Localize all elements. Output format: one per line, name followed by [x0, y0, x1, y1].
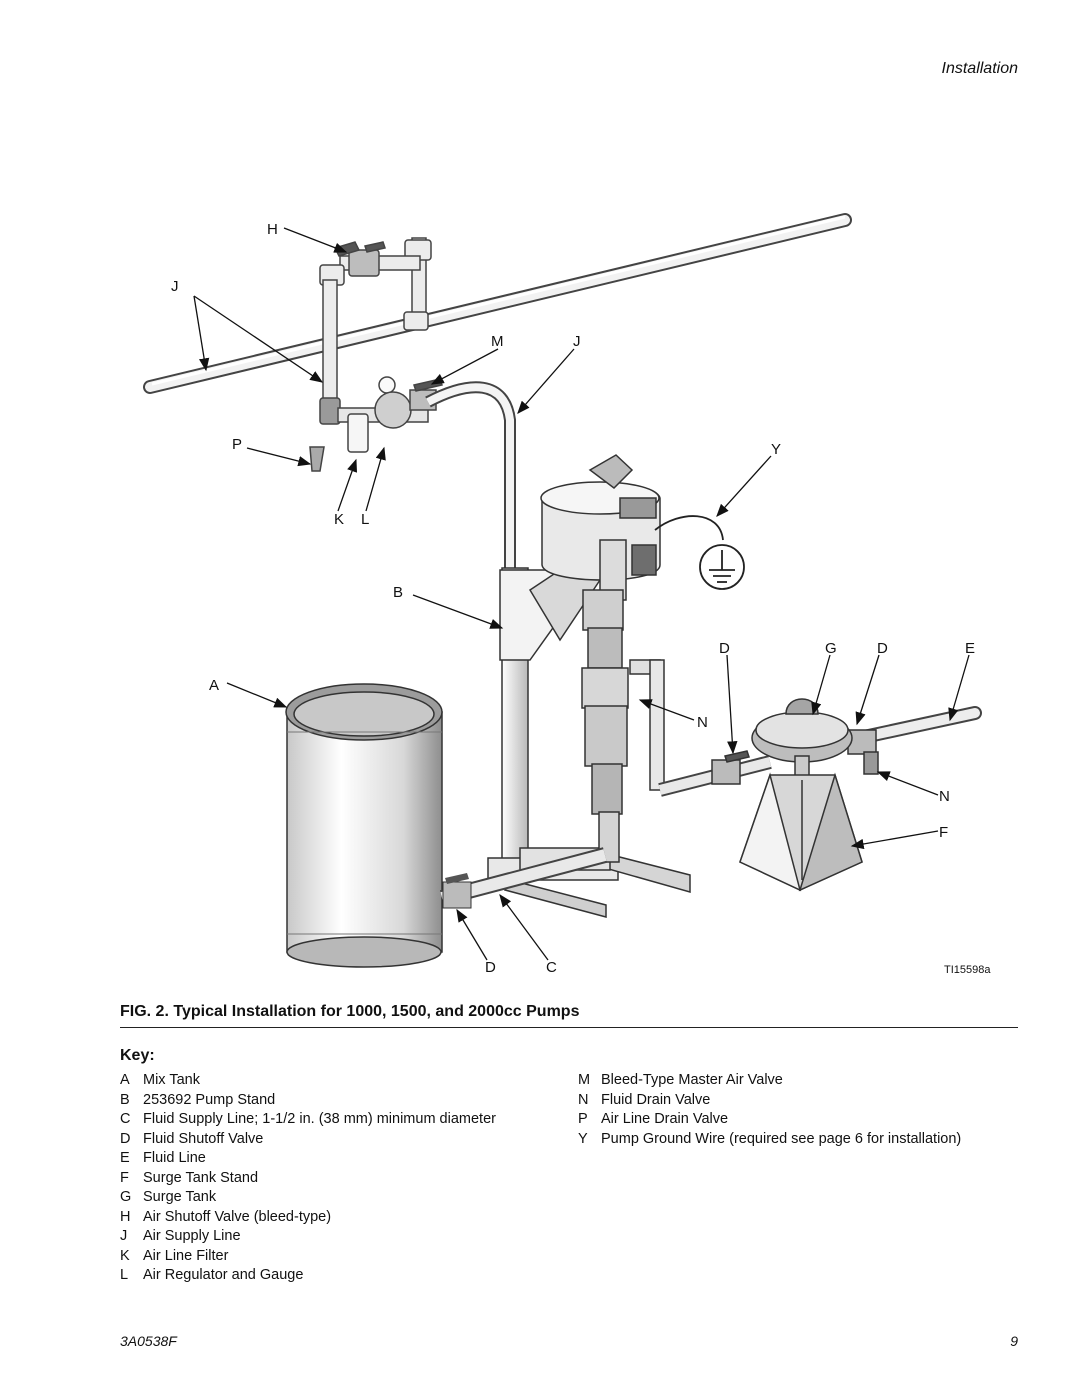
key-text: 253692 Pump Stand: [143, 1091, 276, 1108]
callout-h: H: [267, 221, 278, 238]
callout-arrows: [193, 227, 970, 961]
key-item: H Air Shutoff Valve (bleed-type): [120, 1208, 496, 1228]
key-heading: Key:: [120, 1047, 155, 1064]
callout-d-right: D: [877, 640, 888, 657]
key-letter: A: [120, 1072, 130, 1088]
fluid-line-and-surge-tank: [658, 698, 982, 892]
callout-a: A: [209, 677, 219, 694]
key-item: Y Pump Ground Wire (required see page 6 f…: [578, 1130, 961, 1150]
key-text: Fluid Shutoff Valve: [143, 1130, 264, 1147]
callout-y: Y: [771, 441, 781, 458]
key-item: J Air Supply Line: [120, 1227, 496, 1247]
fluid-supply-line: [439, 847, 608, 909]
key-letter: H: [120, 1208, 131, 1225]
callout-g: G: [825, 640, 837, 657]
callout-l: L: [361, 511, 369, 528]
callout-e: E: [965, 640, 975, 657]
key-text: Air Line Drain Valve: [601, 1111, 729, 1127]
callout-f: F: [939, 824, 948, 841]
air-filter-regulator-group: [309, 376, 516, 570]
pump-assembly: [540, 454, 665, 863]
key-text: Air Regulator and Gauge: [143, 1267, 304, 1283]
section-header: Installation: [941, 60, 1019, 77]
key-item: K Air Line Filter: [120, 1247, 496, 1267]
callout-d-left: D: [719, 640, 730, 657]
key-text: Surge Tank Stand: [143, 1169, 259, 1186]
installation-diagram: H J M J P Y K L B D G D E A N N F D C TI…: [143, 213, 991, 976]
callout-b: B: [393, 584, 403, 601]
key-letter: L: [120, 1267, 129, 1283]
key-text: Surge Tank: [143, 1189, 217, 1205]
key-item: N Fluid Drain Valve: [578, 1091, 961, 1111]
key-item: B 253692 Pump Stand: [120, 1091, 496, 1111]
key-letter: C: [120, 1111, 131, 1127]
callout-d-bottom: D: [485, 959, 496, 976]
callout-m: M: [491, 333, 504, 350]
callout-n-pump: N: [697, 714, 708, 731]
callout-n-surge: N: [939, 788, 950, 805]
key-letter: Y: [578, 1130, 588, 1147]
key-item: G Surge Tank: [120, 1188, 496, 1208]
key-item: F Surge Tank Stand: [120, 1169, 496, 1189]
callout-p: P: [232, 436, 242, 453]
callout-j-lower: J: [573, 333, 581, 350]
key-letter: J: [120, 1228, 128, 1244]
key-item: M Bleed-Type Master Air Valve: [578, 1071, 961, 1091]
key-letter: G: [120, 1189, 132, 1205]
key-item: C Fluid Supply Line; 1-1/2 in. (38 mm) mi…: [120, 1110, 496, 1130]
key-item: A Mix Tank: [120, 1071, 496, 1091]
figure-id: TI15598a: [944, 964, 991, 976]
figure-caption: FIG. 2. Typical Installation for 1000, 1…: [120, 1003, 1018, 1028]
key-text: Bleed-Type Master Air Valve: [601, 1072, 783, 1088]
key-item: L Air Regulator and Gauge: [120, 1266, 496, 1286]
key-text: Pump Ground Wire (required see page 6 fo…: [601, 1130, 962, 1147]
key-text: Air Supply Line: [143, 1228, 241, 1244]
key-text: Air Line Filter: [143, 1247, 229, 1264]
callout-j-upper: J: [171, 278, 179, 295]
key-text: Fluid Drain Valve: [601, 1091, 711, 1108]
key-letter: P: [578, 1111, 588, 1127]
mix-tank: [285, 683, 443, 968]
key-letter: D: [120, 1130, 131, 1147]
key-list-left: A Mix Tank B 253692 Pump Stand C Fluid Supp…: [120, 1071, 496, 1286]
ground-symbol: [654, 515, 745, 590]
figure-caption-text: Typical Installation for 1000, 1500, and…: [173, 1003, 580, 1020]
key-letter: K: [120, 1247, 130, 1264]
key-list-right: M Bleed-Type Master Air Valve N Fluid Drai…: [578, 1071, 961, 1149]
callout-k: K: [334, 511, 344, 528]
footer-page-number: 9: [1010, 1333, 1018, 1349]
key-item: P Air Line Drain Valve: [578, 1110, 961, 1130]
key-text: Mix Tank: [143, 1072, 200, 1088]
key-item: E Fluid Line: [120, 1149, 496, 1169]
key-letter: F: [120, 1169, 129, 1186]
key-item: D Fluid Shutoff Valve: [120, 1130, 496, 1150]
key-text: Fluid Line: [143, 1150, 206, 1166]
key-letter: B: [120, 1091, 130, 1108]
key-letter: N: [578, 1091, 589, 1108]
key-letter: M: [578, 1072, 591, 1088]
callout-c: C: [546, 959, 557, 976]
key-text: Fluid Supply Line; 1-1/2 in. (38 mm) min…: [143, 1111, 496, 1127]
figure-caption-prefix: FIG. 2.: [120, 1003, 169, 1020]
footer-doc-number: 3A0538F: [120, 1333, 177, 1349]
key-letter: E: [120, 1150, 130, 1166]
air-supply-line: [143, 213, 852, 394]
key-text: Air Shutoff Valve (bleed-type): [143, 1208, 332, 1225]
